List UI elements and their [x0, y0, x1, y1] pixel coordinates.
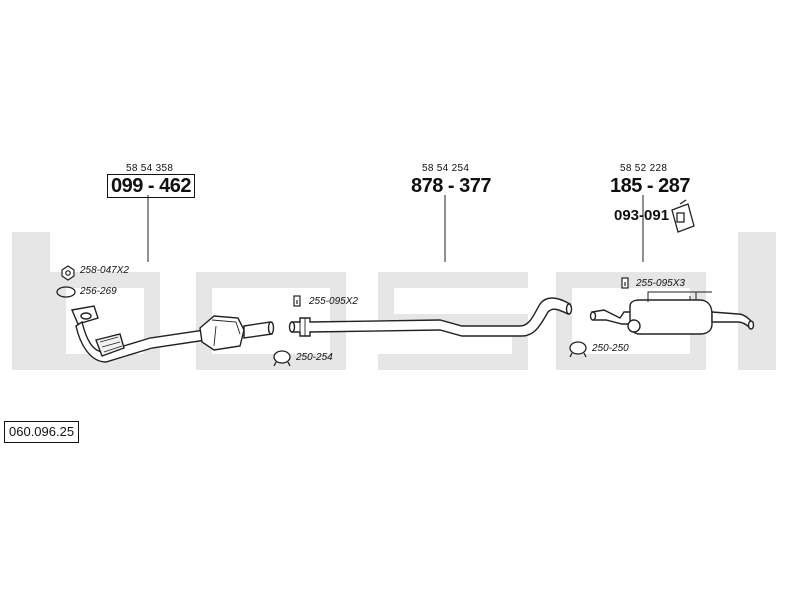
bolt-icon	[293, 295, 301, 307]
oe-number-front-pipe: 58 54 358	[126, 163, 174, 174]
part-number-hanger[interactable]: 093-091	[614, 207, 670, 224]
clamp-icon	[569, 341, 587, 358]
front-pipe	[71, 305, 207, 363]
accessory-gasket-label[interactable]: 256-269	[80, 286, 117, 297]
catalytic-converter	[199, 315, 275, 351]
accessory-clamp-label[interactable]: 250-254	[296, 352, 333, 363]
clamp-icon	[273, 350, 291, 367]
part-number-middle-pipe[interactable]: 878 - 377	[411, 175, 492, 197]
accessory-clamp-label[interactable]: 250-250	[592, 343, 629, 354]
diagram-reference-number: 060.096.25	[4, 421, 80, 443]
accessory-nut-label[interactable]: 258-047X2	[80, 265, 129, 276]
hanger-rubber-icon	[671, 199, 695, 233]
accessory-bolt-label[interactable]: 255-095X3	[636, 278, 685, 289]
rear-silencer	[589, 291, 755, 335]
nut-icon	[61, 265, 75, 281]
oe-number-middle-pipe: 58 54 254	[422, 163, 470, 174]
part-number-rear-silencer[interactable]: 185 - 287	[610, 175, 691, 197]
middle-pipe	[288, 297, 573, 337]
oe-number-rear-silencer: 58 52 228	[620, 163, 668, 174]
part-number-front-pipe[interactable]: 099 - 462	[107, 174, 196, 198]
leader-lines	[147, 195, 644, 262]
gasket-ring-icon	[56, 286, 76, 298]
bolt-icon	[621, 277, 629, 289]
accessory-bolt-label[interactable]: 255-095X2	[309, 296, 358, 307]
